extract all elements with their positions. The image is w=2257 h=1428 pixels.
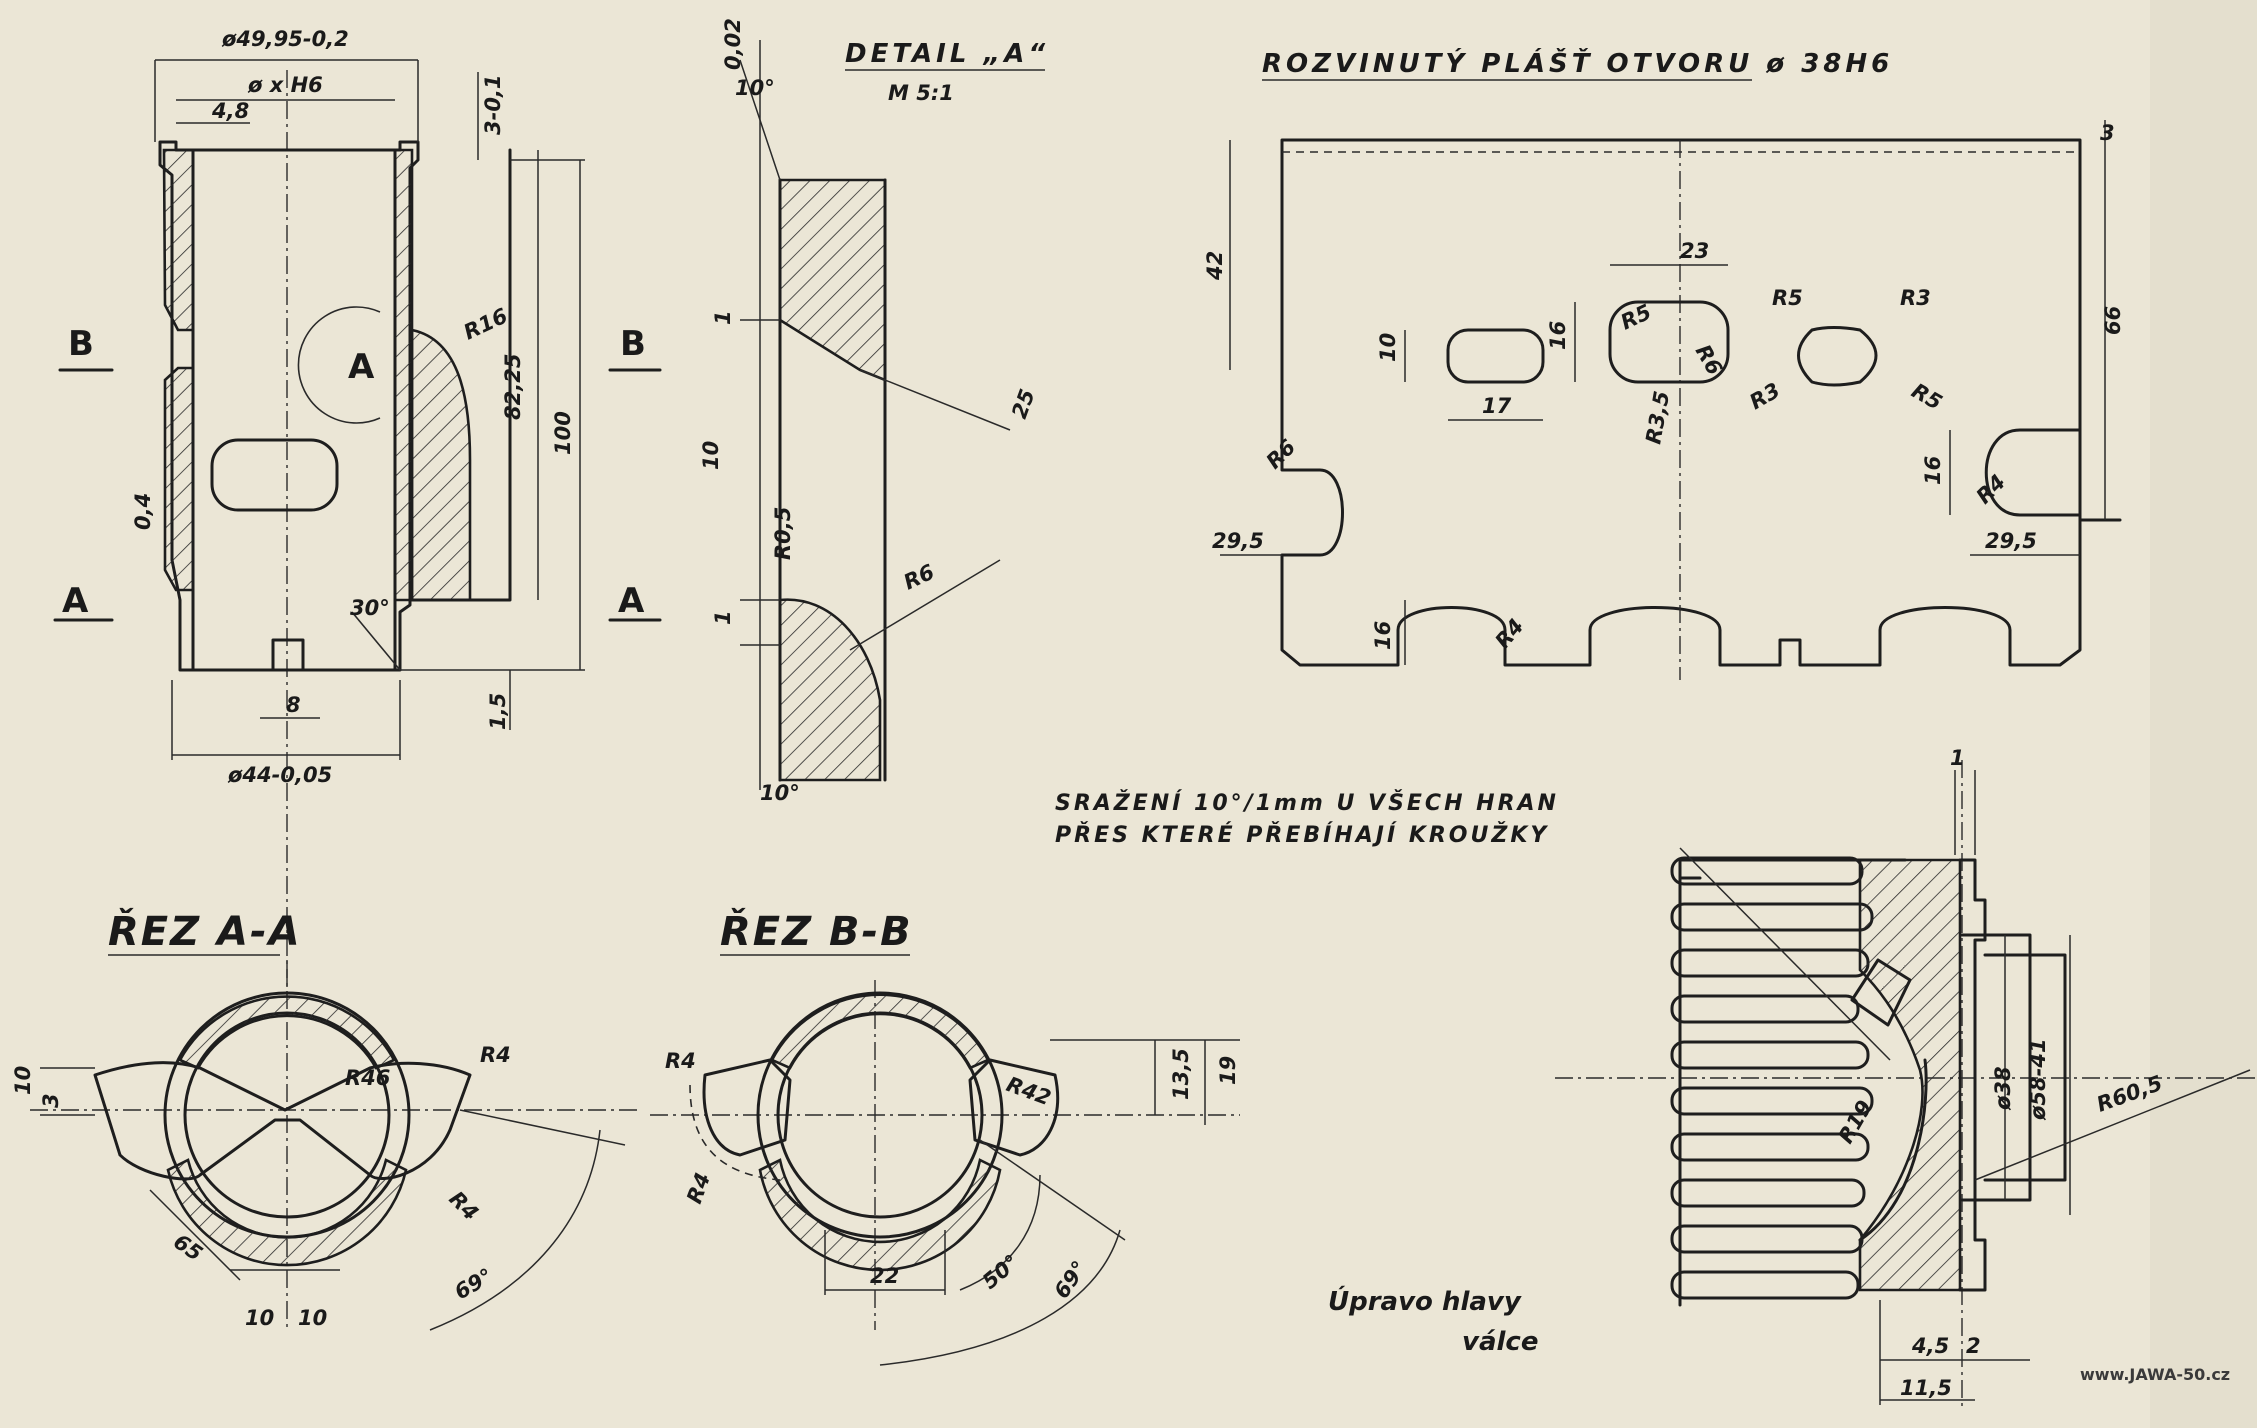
dim-r3a: R3 xyxy=(1900,286,1931,310)
dim-aa-10a: 10 xyxy=(245,1306,274,1330)
dim-inner-d: ø x H6 xyxy=(247,73,323,97)
liner-view: A ø49,95-0,2 ø x H6 4,8 3-0,1 R16 82,25 … xyxy=(53,27,662,1000)
dim-bb-22: 22 xyxy=(870,1264,899,1288)
section-aa-view: ŘEZ A-A 10 3 R46 R4 R4 65 10 10 69° xyxy=(11,907,640,1331)
dim-head-115: 11,5 xyxy=(1900,1376,1952,1400)
dim-bb-135: 13,5 xyxy=(1169,1048,1193,1100)
dim-1a: 1 xyxy=(711,310,735,325)
dim-head-1: 1 xyxy=(1950,746,1965,770)
dim-295a: 29,5 xyxy=(1212,529,1264,553)
dim-bb-r42: R42 xyxy=(1003,1072,1054,1110)
dim-aa-r46: R46 xyxy=(345,1066,390,1090)
dim-bb-r4a: R4 xyxy=(665,1049,696,1073)
detail-scale: M 5:1 xyxy=(888,81,954,105)
head-title-2: válce xyxy=(1462,1327,1538,1357)
dim-04: 0,4 xyxy=(131,493,155,530)
dim-10: 10 xyxy=(1376,333,1400,362)
dim-head-5841: ø58-41 xyxy=(2026,1038,2050,1121)
dim-aa-3: 3 xyxy=(39,1093,63,1108)
section-a-left: A xyxy=(62,581,89,621)
dim-aa-65: 65 xyxy=(169,1229,207,1265)
dim-aa-r4b: R4 xyxy=(444,1187,483,1226)
dim-16c: 16 xyxy=(1921,456,1945,485)
detail-title: DETAIL „A“ xyxy=(845,39,1049,69)
dim-aa-10b: 10 xyxy=(298,1306,327,1330)
dim-outer-d: ø49,95-0,2 xyxy=(221,27,349,51)
detail-a-view: DETAIL „A“ M 5:1 0,02 10° 1 10 1 R0,5 R6… xyxy=(699,18,1049,805)
dim-66: 66 xyxy=(2101,306,2125,335)
unrolled-title: ROZVINUTÝ PLÁŠŤ OTVORU ø 38H6 xyxy=(1262,47,1893,79)
dim-r4a: R4 xyxy=(1490,614,1528,653)
dim-slot8: 8 xyxy=(286,693,301,717)
watermark: www.JAWA-50.cz xyxy=(2080,1365,2230,1384)
dim-r6b: R6 xyxy=(1262,435,1301,474)
dim-10deg-bot: 10° xyxy=(760,781,800,805)
dim-bb-r4b: R4 xyxy=(682,1170,715,1207)
dim-42: 42 xyxy=(1203,251,1227,281)
dim-100: 100 xyxy=(551,411,575,455)
dim-head-2: 2 xyxy=(1966,1334,1981,1358)
dim-17: 17 xyxy=(1482,394,1512,418)
dim-r6: R6 xyxy=(900,560,938,595)
section-b-right: B xyxy=(620,324,646,364)
dim-16a: 16 xyxy=(1546,321,1570,350)
dim-bb-50: 50° xyxy=(978,1250,1024,1294)
dim-r3b: R3 xyxy=(1746,378,1785,414)
detail-a-mark: A xyxy=(348,347,375,387)
dim-bb-69: 69° xyxy=(1049,1257,1091,1303)
dim-r5c: R5 xyxy=(1908,379,1947,415)
dim-10: 10 xyxy=(699,441,723,470)
dim-wall: 4,8 xyxy=(211,99,249,123)
unrolled-view: ROZVINUTÝ PLÁŠŤ OTVORU ø 38H6 3 66 42 10… xyxy=(1203,47,2125,680)
page-edge xyxy=(2150,0,2257,1428)
dim-r4b: R4 xyxy=(1972,470,2011,509)
note-line1: SRAŽENÍ 10°/1mm U VŠECH HRAN xyxy=(1055,790,1559,816)
dim-r05: R0,5 xyxy=(771,507,795,560)
dim-base-d: ø44-0,05 xyxy=(227,763,332,787)
dim-23: 23 xyxy=(1680,239,1709,263)
dim-25: 25 xyxy=(1007,386,1040,422)
section-a-right: A xyxy=(618,581,645,621)
dim-aa-69: 69° xyxy=(451,1264,497,1305)
dim-10deg-top: 10° xyxy=(735,76,775,100)
dim-002: 0,02 xyxy=(721,18,745,70)
dim-82: 82,25 xyxy=(501,354,525,420)
section-b-left: B xyxy=(68,324,94,364)
note-line2: PŘES KTERÉ PŘEBÍHAJÍ KROUŽKY xyxy=(1055,822,1549,848)
dim-1b: 1 xyxy=(711,610,735,625)
dim-aa-r4a: R4 xyxy=(480,1043,511,1067)
head-title-1: Úpravo hlavy xyxy=(1328,1285,1522,1317)
section-aa-title: ŘEZ A-A xyxy=(108,907,302,955)
head-view: 1 ø38 ø58-41 R19 R60,5 4,5 2 11,5 Úpravo… xyxy=(1328,746,2257,1410)
section-bb-view: ŘEZ B-B R4 R4 R42 13,5 19 22 50° 69° xyxy=(650,907,1240,1366)
dim-head-38: ø38 xyxy=(1991,1066,2015,1111)
dim-r5b: R5 xyxy=(1772,286,1803,310)
dim-295b: 29,5 xyxy=(1985,529,2037,553)
chamfer-note: SRAŽENÍ 10°/1mm U VŠECH HRAN PŘES KTERÉ … xyxy=(1055,790,1559,848)
section-bb-title: ŘEZ B-B xyxy=(720,907,913,955)
dim-top: 3-0,1 xyxy=(481,74,505,135)
dim-aa-10: 10 xyxy=(11,1066,35,1095)
dim-16b: 16 xyxy=(1371,621,1395,650)
dim-15: 1,5 xyxy=(486,693,510,730)
dim-bb-19: 19 xyxy=(1216,1056,1240,1085)
dim-r35: R3,5 xyxy=(1641,389,1674,446)
dim-3: 3 xyxy=(2100,121,2115,145)
dim-r16: R16 xyxy=(460,304,511,345)
dim-head-45: 4,5 xyxy=(1911,1334,1949,1358)
dim-30deg: 30° xyxy=(350,596,390,620)
